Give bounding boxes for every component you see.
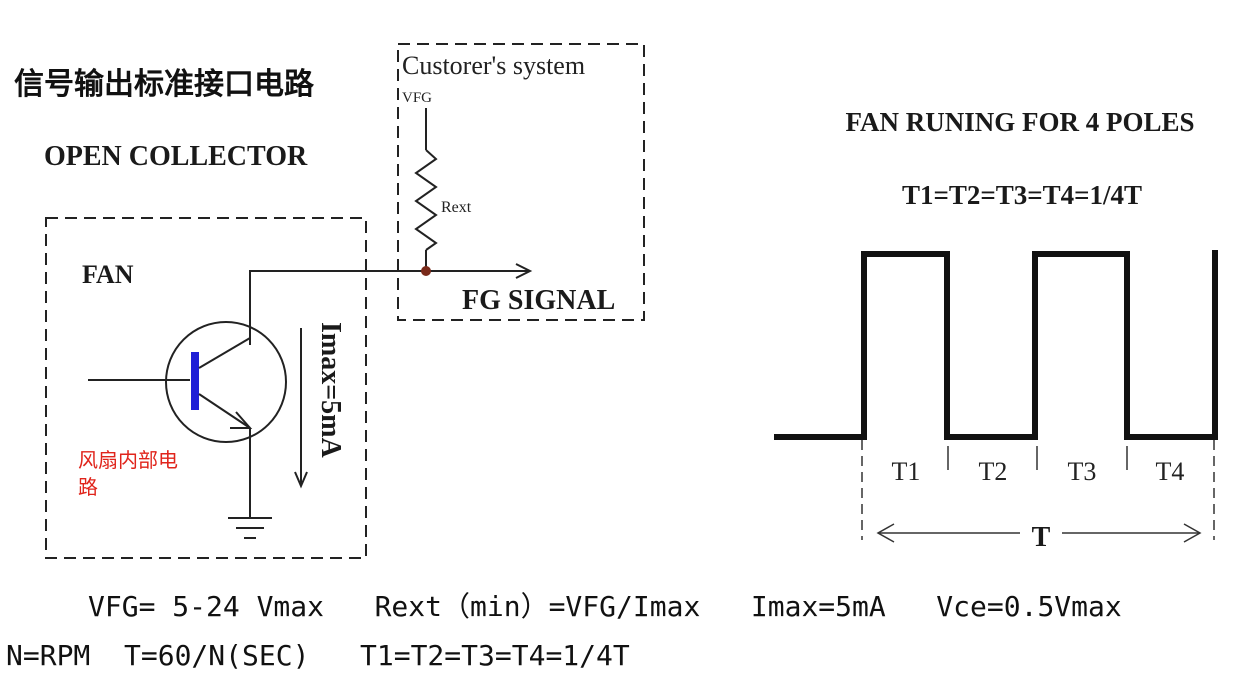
collector-to-fg-wire xyxy=(249,270,530,345)
segment-label-t4: T4 xyxy=(1156,457,1185,486)
fg-signal-arrow xyxy=(515,263,533,279)
period-arrowhead-left xyxy=(876,523,895,543)
timing-equation: T1=T2=T3=T4=1/4T xyxy=(902,180,1142,210)
fan-boundary-box xyxy=(45,217,367,559)
timing-title: FAN RUNING FOR 4 POLES xyxy=(845,107,1194,137)
customer-system-box xyxy=(397,43,645,321)
segment-label-t1: T1 xyxy=(892,457,921,486)
rext-label: Rext xyxy=(441,199,472,216)
fan-label: FAN xyxy=(82,260,134,289)
vfg-label: VFG xyxy=(402,90,432,106)
fan-internal-note-line2: 路 xyxy=(78,475,98,499)
open-collector-subtitle: OPEN COLLECTOR xyxy=(44,141,308,172)
imax-label: Imax=5mA xyxy=(315,322,346,459)
emitter-arrow xyxy=(230,411,253,429)
period-label: T xyxy=(1032,522,1051,553)
formula-line-2: N=RPM T=60/N(SEC) T1=T2=T3=T4=1/4T xyxy=(6,639,630,672)
junction-dot xyxy=(421,266,431,276)
formula-line-1: VFG= 5-24 Vmax Rext（min）=VFG/Imax Imax=5… xyxy=(88,590,1122,623)
transistor-collector-line xyxy=(198,337,251,369)
fan-internal-note-line1: 风扇内部电 xyxy=(78,448,178,472)
square-waveform xyxy=(774,250,1218,440)
imax-arrow-head xyxy=(294,471,308,489)
customer-system-label: Custorer's system xyxy=(402,51,585,80)
segment-label-t2: T2 xyxy=(979,457,1008,486)
segment-label-t3: T3 xyxy=(1068,457,1097,486)
transistor-body xyxy=(165,321,287,443)
circuit-title-cn: 信号输出标准接口电路 xyxy=(14,67,315,102)
rext-resistor-symbol xyxy=(414,149,438,251)
fg-signal-label: FG SIGNAL xyxy=(462,285,615,316)
period-arrowhead-right xyxy=(1183,523,1202,543)
transistor-emitter-line xyxy=(198,393,251,429)
